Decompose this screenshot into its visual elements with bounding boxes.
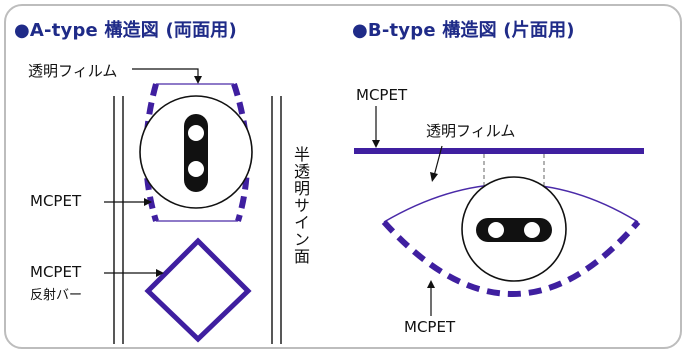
- b-mcpet-dashed-curve: [381, 219, 641, 297]
- b-led-bar: [476, 218, 552, 242]
- b-type-heading: ●B-type 構造図 (片面用): [352, 16, 575, 42]
- b-type-title: B-type 構造図 (片面用): [367, 20, 575, 41]
- a-led-dot-top: [188, 125, 204, 141]
- a-type-bullet: ●: [14, 20, 30, 41]
- a-mcpet-arrowhead: [144, 198, 152, 206]
- a-reflector-label-mcpet: MCPET: [30, 263, 82, 281]
- b-led-dot-left: [488, 222, 504, 238]
- diagram-panel: ●A-type 構造図 (両面用) ●B-type 構造図 (片面用): [4, 4, 682, 349]
- b-film-label: 透明フィルム: [426, 122, 516, 140]
- b-film-leader: [433, 145, 443, 177]
- a-mcpet-dashed-left: [143, 83, 159, 222]
- b-mcpet-top-arrowhead: [372, 140, 380, 148]
- diagram-drawing: [104, 68, 644, 344]
- b-mcpet-top-label: MCPET: [356, 86, 408, 104]
- b-type-bullet: ●: [352, 20, 368, 41]
- b-mcpet-bottom-label: MCPET: [404, 318, 456, 336]
- b-led-dot-right: [524, 222, 540, 238]
- a-type-title: A-type 構造図 (両面用): [29, 20, 237, 41]
- a-film-leader: [132, 68, 199, 78]
- a-reflector-label-bar: 反射バー: [30, 288, 83, 303]
- a-reflector-diamond: [144, 237, 252, 343]
- b-film-arrowhead: [430, 172, 438, 182]
- a-film-arrowhead: [194, 76, 202, 84]
- a-sign-face-label: 半透明サイン面: [291, 146, 310, 265]
- a-mcpet-dashed-right: [231, 83, 251, 222]
- a-film-label: 透明フィルム: [28, 62, 118, 80]
- a-mcpet-label: MCPET: [30, 192, 82, 210]
- a-reflector-arrowhead: [156, 269, 164, 277]
- b-mcpet-bottom-arrowhead: [427, 280, 435, 288]
- b-top-bar: [354, 148, 644, 154]
- a-type-heading: ●A-type 構造図 (両面用): [14, 16, 237, 42]
- a-led-dot-bottom: [188, 161, 204, 177]
